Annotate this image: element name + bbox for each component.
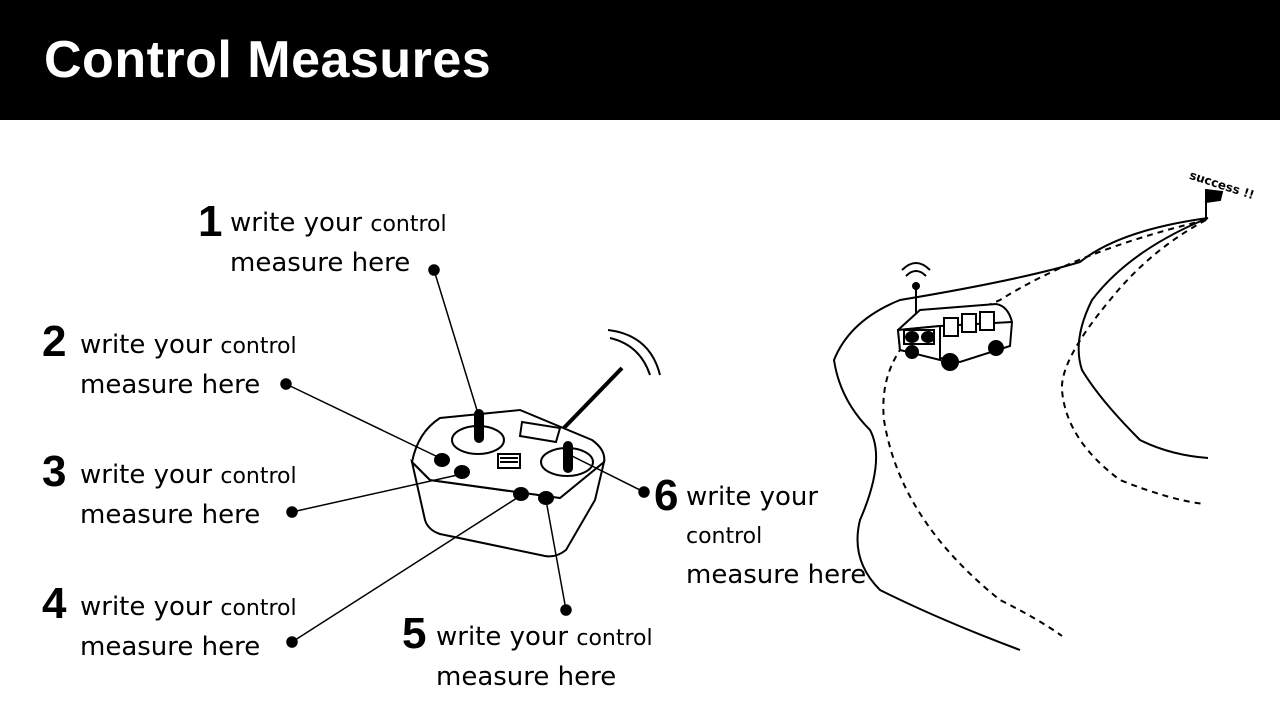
callout-number: 4	[42, 579, 67, 628]
button-2	[454, 465, 470, 479]
page-title: Control Measures	[44, 31, 492, 89]
callout-line1: write your	[230, 208, 371, 238]
road-center-line-1	[882, 219, 1207, 637]
leader-line-4	[291, 495, 521, 643]
callout-number: 2	[42, 317, 67, 366]
signal-wave	[609, 337, 651, 376]
leader-dot-6	[638, 486, 650, 498]
callout-number: 3	[42, 447, 67, 496]
callout-text: write your control measure here	[80, 456, 297, 534]
callout-text: write your control measure here	[686, 478, 866, 594]
callout-5: 5 write your control measure here	[402, 609, 682, 693]
callout-line1-small: control	[576, 626, 653, 651]
van-icon	[896, 262, 1014, 371]
leader-line-1	[433, 269, 481, 421]
leader-lines	[280, 264, 650, 648]
callout-text: write your control measure here	[80, 588, 297, 666]
leader-dot-1	[428, 264, 440, 276]
callout-line2: measure here	[80, 370, 261, 400]
callout-line2: measure here	[80, 500, 261, 530]
callout-line2-small: control	[686, 524, 763, 549]
callout-number: 5	[402, 609, 427, 658]
callout-line1: write your	[686, 482, 819, 512]
leader-line-5	[545, 499, 567, 611]
leader-dot-5	[560, 604, 572, 616]
center-handle	[518, 420, 562, 444]
callout-text: write your control measure here	[80, 326, 297, 404]
callout-1: 1 write your control measure here	[198, 200, 478, 280]
callout-line2: measure here	[80, 632, 261, 662]
callout-line2: measure here	[230, 248, 411, 278]
callout-line3: measure here	[686, 560, 867, 590]
title-bar: Control Measures	[0, 0, 1280, 120]
leader-line-2	[285, 383, 441, 459]
callout-6: 6 write your control measure here	[654, 474, 894, 594]
callout-line1-small: control	[220, 334, 297, 359]
callout-2: 2 write your control measure here	[42, 317, 322, 401]
antenna	[558, 366, 624, 434]
leader-dot-4	[286, 636, 298, 648]
callout-line1-small: control	[370, 212, 447, 237]
callout-line1-small: control	[220, 464, 297, 489]
callout-line1: write your	[80, 330, 221, 360]
road-edge-left	[832, 217, 1209, 651]
callout-3: 3 write your control measure here	[42, 447, 322, 531]
left-joystick	[474, 409, 484, 443]
right-joystick	[563, 441, 573, 473]
remote-body	[410, 458, 606, 558]
callout-line1: write your	[436, 622, 577, 652]
callout-line2: measure here	[436, 662, 617, 692]
road-center-line-2	[1060, 219, 1207, 505]
callout-text: write your control measure here	[436, 618, 653, 696]
leader-line-6	[571, 455, 645, 493]
callout-4: 4 write your control measure here	[42, 579, 322, 663]
callout-number: 1	[198, 197, 223, 246]
leader-dot-2	[280, 378, 292, 390]
remote-control-icon	[410, 329, 661, 558]
callout-line1: write your	[80, 460, 221, 490]
callout-number: 6	[654, 471, 679, 520]
flag-icon	[1205, 188, 1224, 220]
road-edge-right	[1077, 217, 1209, 459]
callout-text: write your control measure here	[230, 204, 447, 282]
leader-line-3	[291, 473, 463, 513]
leader-dot-3	[286, 506, 298, 518]
callout-line1-small: control	[220, 596, 297, 621]
callout-line1: write your	[80, 592, 221, 622]
road	[832, 217, 1209, 651]
